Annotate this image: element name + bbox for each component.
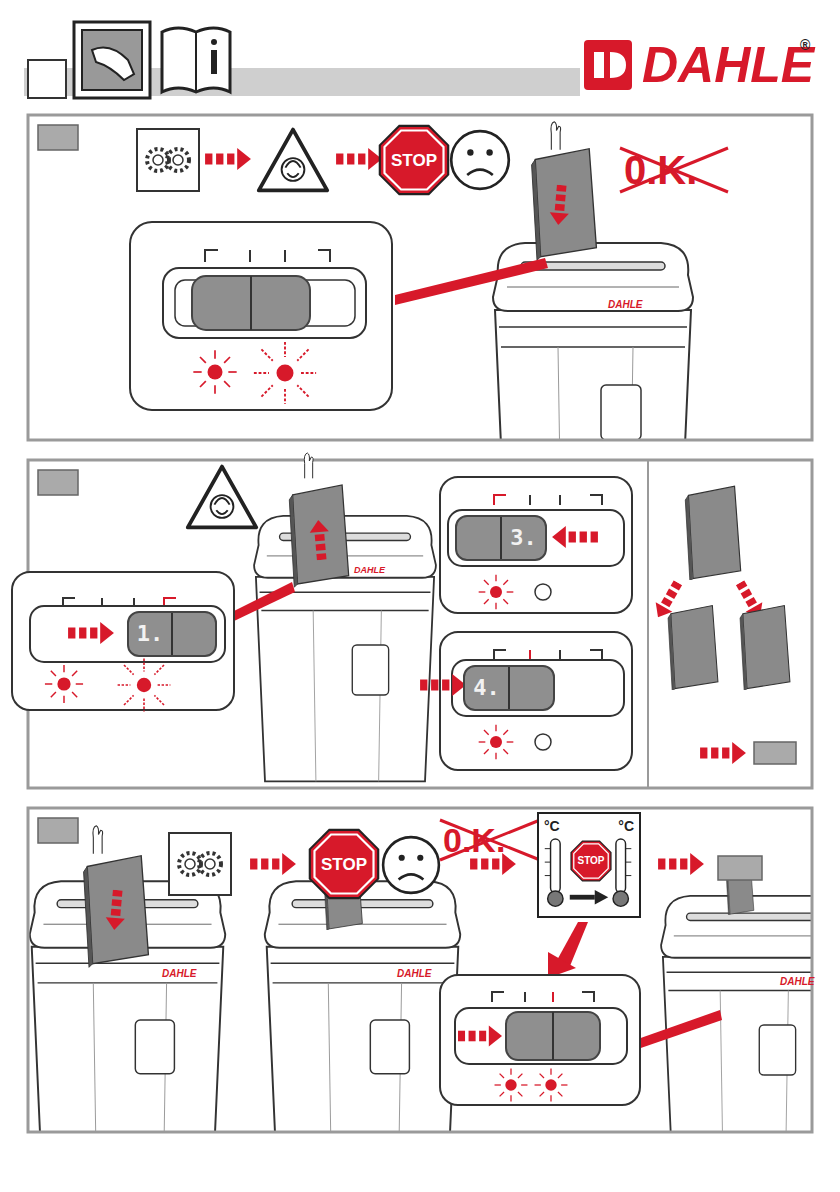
crossed-ok: 0.K. <box>443 823 505 857</box>
node-text: °C <box>618 819 634 833</box>
slider-knob: 1. <box>127 611 217 657</box>
node-text: 4. <box>473 677 500 699</box>
knob-half: 4. <box>465 667 510 709</box>
node-text: STOP <box>391 152 437 169</box>
stop-sign: STOP <box>378 124 450 196</box>
knob-half: 1. <box>129 613 173 655</box>
shredder-logo: DAHLE <box>397 969 431 979</box>
shredder-logo: DAHLE <box>780 977 814 987</box>
stop-sign: STOP <box>570 840 612 882</box>
node-text: °C <box>544 819 560 833</box>
knob-half <box>457 517 502 559</box>
node-text: STOP <box>321 856 367 873</box>
node-text: STOP <box>577 856 604 866</box>
slider-knob: 3. <box>455 515 547 561</box>
slider-knob: 4. <box>463 665 555 711</box>
knob-half <box>173 613 215 655</box>
node-text: 3. <box>510 527 537 549</box>
shredder-logo: DAHLE <box>608 300 642 310</box>
node-text: 1. <box>137 623 164 645</box>
crossed-ok: 0.K. <box>624 150 697 190</box>
brand-logo-text: DAHLE <box>642 40 814 90</box>
stop-sign: STOP <box>308 828 380 900</box>
shredder-logo: DAHLE <box>354 566 385 575</box>
shredder-logo: DAHLE <box>162 969 196 979</box>
knob-half: 3. <box>502 517 545 559</box>
registered-mark: ® <box>800 38 810 52</box>
overheat-box: °C °C STOP <box>537 812 641 918</box>
knob-half <box>510 667 553 709</box>
